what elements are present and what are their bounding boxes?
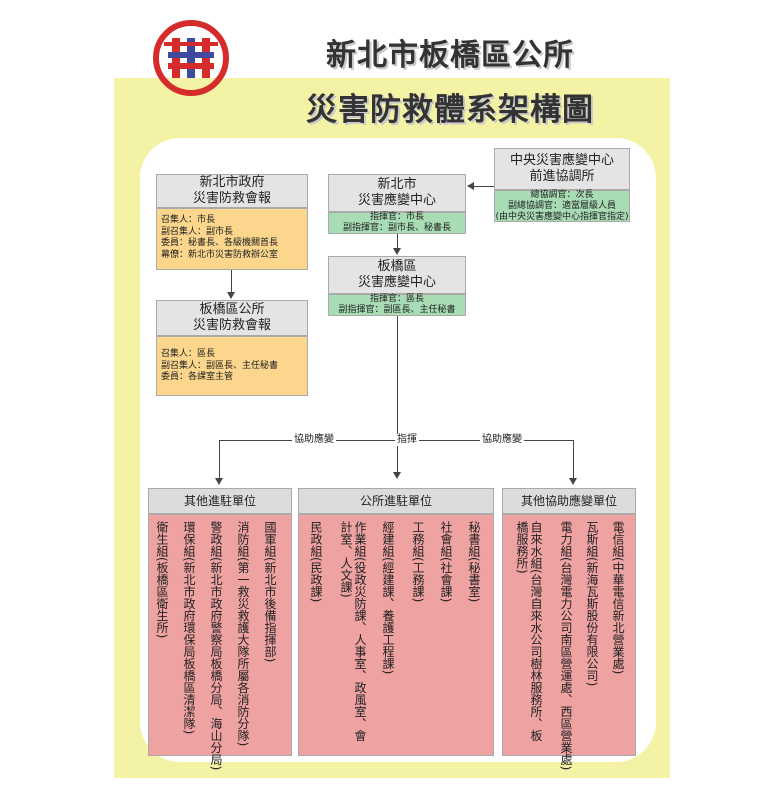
arrow-down-icon xyxy=(393,248,401,255)
other-assist-units-panel: 電信組(中華電信新北營業處) 瓦斯組(新海瓦斯股份有限公司) 電力組(台灣電力公… xyxy=(502,514,636,771)
connector-line xyxy=(231,270,232,292)
district-center-title-line1: 板橋區 xyxy=(377,259,417,274)
district-emergency-center-detail: 指揮官：區長 副指揮官：副區長、主任秘書 xyxy=(328,294,466,316)
central-detail-line: 總協調官：次長 xyxy=(530,189,594,200)
city-council-detail-line: 委員：秘書長、各級機關首長 xyxy=(161,238,279,248)
central-title-line1: 中央災害應變中心 xyxy=(509,153,614,168)
city-center-title-line1: 新北市 xyxy=(377,177,417,192)
central-detail-line: 副總協調官：適當層級人員 xyxy=(507,200,616,211)
connector-line xyxy=(219,440,220,478)
city-council-detail-line: 召集人：市長 xyxy=(161,215,216,225)
group-item: 作業組(役政災防課、人事室、政風室、會計室、人文課) xyxy=(339,521,367,742)
district-council-detail-line: 委員：各課室主管 xyxy=(161,372,234,382)
page-title-line2: 災害防救體系架構圖 xyxy=(306,92,594,128)
city-emergency-center-header: 新北市 災害應變中心 xyxy=(328,174,466,212)
connector-line xyxy=(397,316,398,472)
central-detail-line: (由中央災害應變中心指揮官指定) xyxy=(495,211,629,222)
city-council-detail: 召集人：市長 副召集人：副市長 委員：秘書長、各級機關首長 幕僚：新北市災害防救… xyxy=(156,208,308,270)
group-item: 消防組(第一救災救護大隊所屬各消防分隊) xyxy=(236,521,250,747)
city-center-title-line2: 災害應變中心 xyxy=(357,193,436,208)
arrow-left-icon xyxy=(467,182,474,190)
connector-line xyxy=(573,440,574,478)
district-council-detail-line: 召集人：區長 xyxy=(161,349,216,359)
group-item: 衛生組(板橋區衛生所) xyxy=(155,521,169,639)
district-council-title-line1: 板橋區公所 xyxy=(199,302,265,317)
other-assist-units-header: 其他協助應變單位 xyxy=(502,488,636,514)
district-center-title-line2: 災害應變中心 xyxy=(357,275,436,290)
arrow-down-icon xyxy=(569,478,577,485)
city-center-detail-line: 副指揮官：副市長、秘書長 xyxy=(342,223,451,233)
city-emergency-center-detail: 指揮官：市長 副指揮官：副市長、秘書長 xyxy=(328,212,466,234)
arrow-down-icon xyxy=(227,292,235,299)
group-item: 電力組(台灣電力公司南區營運處、西區營業處) xyxy=(559,521,573,771)
central-coordination-header: 中央災害應變中心 前進協調所 xyxy=(494,148,630,190)
district-center-detail-line: 副指揮官：副區長、主任秘書 xyxy=(338,305,456,315)
central-coordination-detail: 總協調官：次長 副總協調官：適當層級人員 (由中央災害應變中心指揮官指定) xyxy=(494,190,630,222)
city-council-detail-line: 副召集人：副市長 xyxy=(161,226,234,237)
arrow-down-icon xyxy=(215,478,223,485)
city-center-detail-line: 指揮官：市長 xyxy=(369,212,424,222)
city-council-title-line1: 新北市政府 xyxy=(199,175,265,190)
group-item: 民政組(民政課) xyxy=(309,521,323,603)
city-council-title-line2: 災害防救會報 xyxy=(192,191,271,206)
other-stationed-units-header: 其他進駐單位 xyxy=(148,488,292,514)
banqiao-district-logo-icon xyxy=(150,16,232,100)
district-council-title-line2: 災害防救會報 xyxy=(192,318,271,333)
assist-label-left: 協助應變 xyxy=(292,434,336,446)
district-council-detail-line: 副召集人：副區長、主任秘書 xyxy=(161,360,279,371)
connector-line xyxy=(474,186,494,187)
group-item: 警政組(新北市政府警察局板橋分局、海山分局) xyxy=(209,521,223,771)
city-council-header: 新北市政府 災害防救會報 xyxy=(156,174,308,208)
group-item: 秘書組(秘書室) xyxy=(467,521,481,603)
district-emergency-center-header: 板橋區 災害應變中心 xyxy=(328,256,466,294)
group-item: 社會組(社會課) xyxy=(439,521,453,603)
city-council-detail-line: 幕僚：新北市災害防救辦公室 xyxy=(161,249,279,260)
group-item: 瓦斯組(新海瓦斯股份有限公司) xyxy=(585,521,599,687)
office-stationed-units-panel: 秘書組(秘書室) 社會組(社會課) 工務組(工務課) 經建組(經建課、養護工程課… xyxy=(298,514,494,756)
command-label: 指揮 xyxy=(395,434,419,446)
assist-label-right: 協助應變 xyxy=(480,434,524,446)
district-council-header: 板橋區公所 災害防救會報 xyxy=(156,300,308,336)
district-council-detail: 召集人：區長 副召集人：副區長、主任秘書 委員：各課室主管 xyxy=(156,336,308,396)
district-center-detail-line: 指揮官：區長 xyxy=(369,294,424,304)
group-item: 電信組(中華電信新北營業處) xyxy=(611,521,625,675)
connector-line xyxy=(397,234,398,248)
page-title-line1: 新北市板橋區公所 xyxy=(326,38,574,73)
group-item: 環保組(新北市政府環保局板橋區清潔隊) xyxy=(182,521,196,735)
office-stationed-units-header: 公所進駐單位 xyxy=(298,488,494,514)
group-item: 自來水組(台灣自來水公司樹林服務所、板橋服務所) xyxy=(515,521,543,742)
central-title-line2: 前進協調所 xyxy=(529,169,595,184)
other-stationed-units-panel: 國軍組(新北市後備指揮部) 消防組(第一救災救護大隊所屬各消防分隊) 警政組(新… xyxy=(148,514,292,771)
arrow-down-icon xyxy=(393,472,401,479)
group-item: 經建組(經建課、養護工程課) xyxy=(381,521,395,675)
group-item: 工務組(工務課) xyxy=(411,521,425,603)
group-item: 國軍組(新北市後備指揮部) xyxy=(263,521,277,663)
